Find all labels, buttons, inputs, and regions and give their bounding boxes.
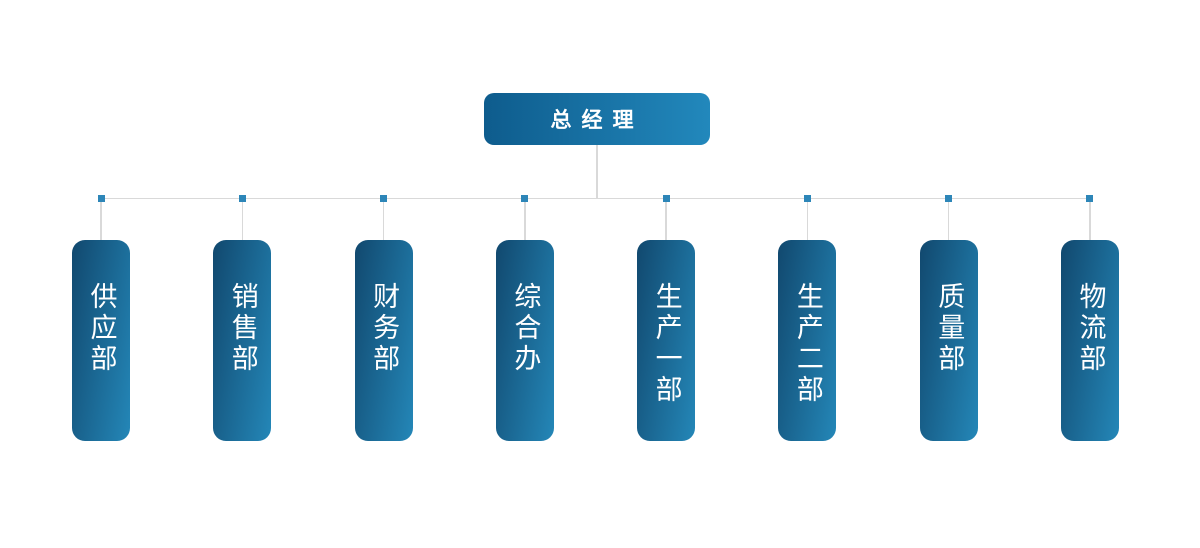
connector-drop-line — [100, 202, 102, 240]
department-column: 供应部 — [72, 195, 130, 441]
connector-drop-line — [382, 202, 385, 240]
connector-drop-line — [947, 202, 950, 240]
department-column: 质量部 — [919, 195, 978, 441]
departments-row: 供应部 销售部 财务部 综合办 — [72, 195, 1119, 441]
connector-square — [97, 195, 105, 202]
department-label: 财务部 — [368, 282, 400, 375]
department-label: 生产一部 — [650, 282, 682, 406]
connector-drop-line — [665, 202, 667, 240]
connector-drop-line — [241, 202, 244, 240]
connector-drop-line — [1089, 202, 1091, 240]
department-node: 财务部 — [354, 240, 413, 441]
connector-square — [945, 195, 953, 202]
department-column: 销售部 — [213, 195, 272, 441]
department-column: 综合办 — [495, 195, 554, 441]
department-column: 生产二部 — [778, 195, 837, 441]
department-label: 综合办 — [509, 282, 541, 375]
department-label: 物流部 — [1074, 282, 1106, 375]
root-connector-line — [596, 145, 598, 199]
connector-square — [380, 195, 388, 202]
org-root-label: 总经理 — [550, 108, 644, 132]
org-root-node: 总经理 — [484, 93, 710, 145]
department-node: 综合办 — [495, 240, 554, 441]
department-label: 销售部 — [226, 282, 258, 375]
connector-square — [803, 195, 811, 202]
department-column: 生产一部 — [637, 195, 696, 441]
connector-drop-line — [524, 202, 526, 240]
connector-square — [1086, 195, 1094, 202]
connector-square — [521, 195, 529, 202]
department-node: 生产一部 — [637, 240, 696, 441]
department-label: 质量部 — [933, 282, 965, 375]
department-node: 质量部 — [919, 240, 978, 441]
department-node: 供应部 — [72, 240, 130, 441]
department-label: 供应部 — [85, 282, 117, 375]
connector-square — [238, 195, 246, 202]
connector-square — [662, 195, 670, 202]
horizontal-connector-line — [101, 197, 1090, 199]
department-node: 生产二部 — [778, 240, 837, 441]
department-label: 生产二部 — [791, 282, 823, 406]
department-node: 销售部 — [213, 240, 272, 441]
department-column: 财务部 — [354, 195, 413, 441]
department-column: 物流部 — [1060, 195, 1119, 441]
department-node: 物流部 — [1060, 240, 1119, 441]
connector-drop-line — [806, 202, 809, 240]
